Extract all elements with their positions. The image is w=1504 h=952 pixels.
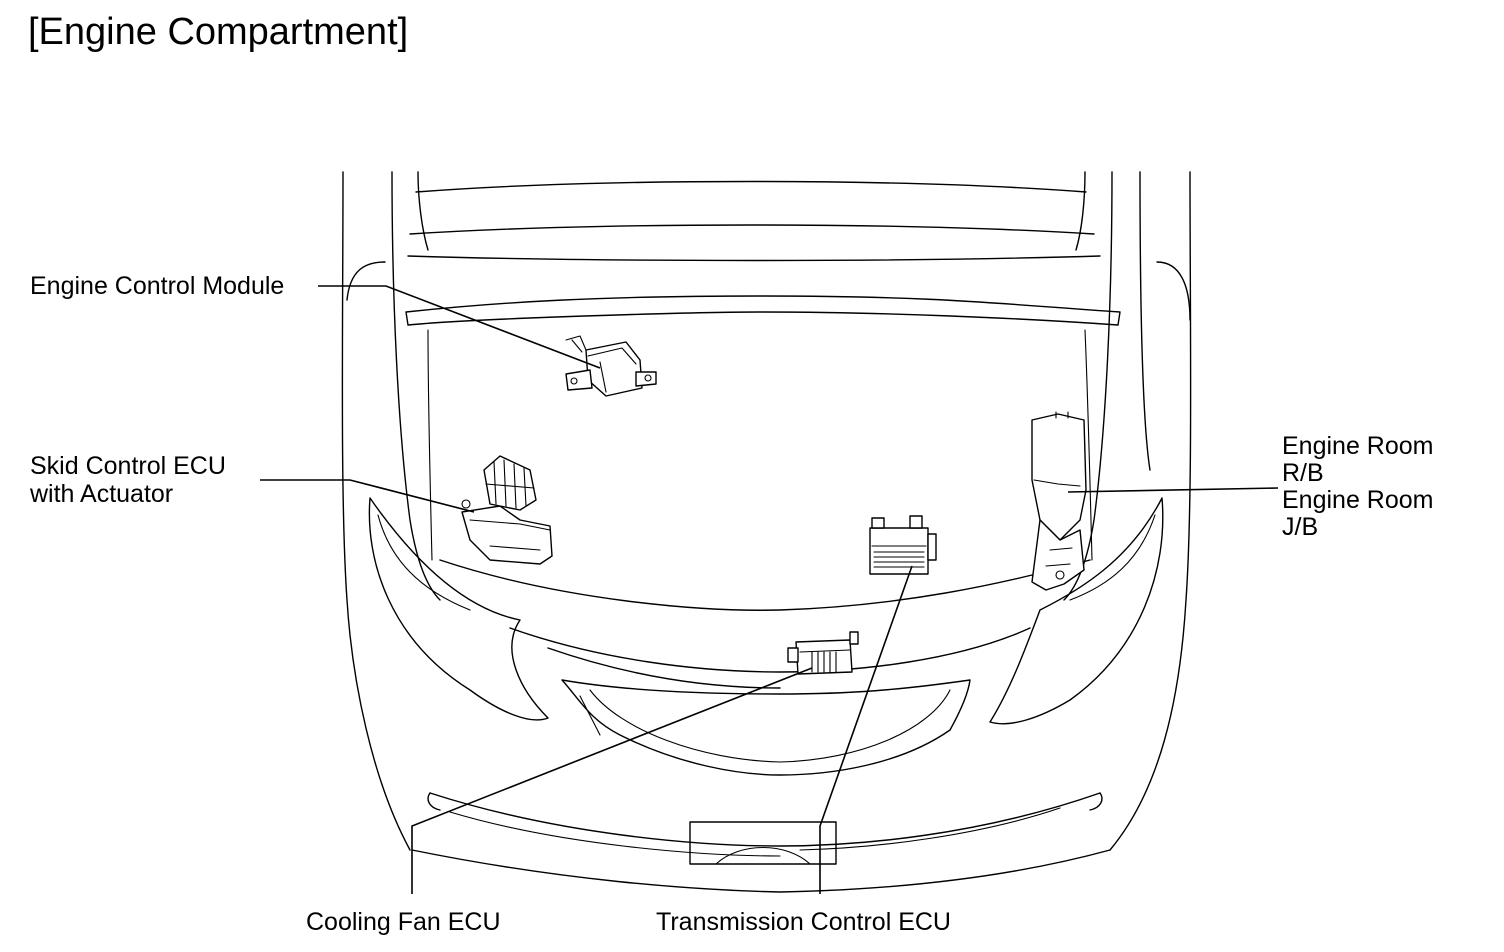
- transmission-control-ecu-part: [869, 515, 937, 575]
- label-cooling-fan-ecu: Cooling Fan ECU: [306, 908, 501, 936]
- leader-lines: [260, 285, 1279, 894]
- label-engine-room-jb-sub: J/B: [1282, 513, 1318, 541]
- car-body-outline: [341, 171, 1192, 893]
- label-engine-room-jb: Engine Room: [1282, 486, 1433, 514]
- leader-transmission-control-ecu: [819, 565, 913, 894]
- leader-skid-control-ecu: [260, 479, 475, 513]
- leader-engine-control-module: [318, 285, 601, 369]
- label-skid-control-ecu: Skid Control ECU: [30, 452, 226, 480]
- label-engine-room-rb-sub: R/B: [1282, 459, 1324, 487]
- leader-engine-room-block: [1067, 487, 1279, 493]
- diagram-title: [Engine Compartment]: [28, 11, 408, 53]
- label-transmission-control-ecu: Transmission Control ECU: [656, 908, 951, 936]
- skid-control-ecu-part: [461, 455, 553, 565]
- engine-control-module-part: [565, 335, 657, 397]
- engine-room-relay-block-part: [1031, 411, 1087, 591]
- leader-cooling-fan-ecu: [411, 667, 813, 894]
- cooling-fan-ecu-part: [787, 631, 859, 675]
- labels: Engine Control Module Skid Control ECU w…: [29, 272, 1433, 936]
- label-engine-room-rb: Engine Room: [1282, 432, 1433, 460]
- label-engine-control-module: Engine Control Module: [30, 272, 284, 300]
- label-skid-control-ecu-sub: with Actuator: [29, 480, 173, 508]
